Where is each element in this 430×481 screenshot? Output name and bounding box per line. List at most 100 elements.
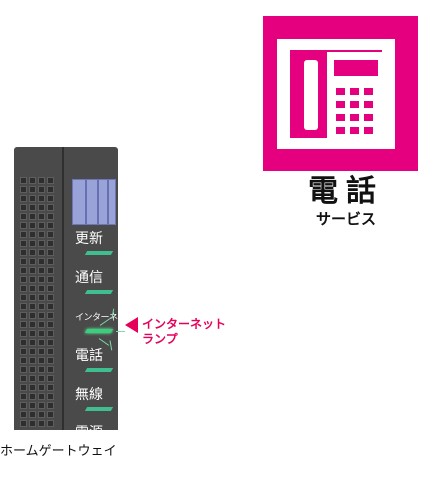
vent-row [20,330,54,337]
vent-slot [20,330,27,337]
vent-slot [38,357,45,364]
vent-slot [20,384,27,391]
vent-slot [47,312,54,319]
vent-slot [20,402,27,409]
vent-slot [47,411,54,418]
vent-slot [38,420,45,427]
vent-slot [20,231,27,238]
vent-row [20,375,54,382]
vent-slot [38,384,45,391]
led-label-phone: 電話 [75,348,103,364]
vent-row [20,294,54,301]
vent-slot [38,267,45,274]
vent-row [20,222,54,229]
internet-led [84,329,114,333]
vent-slot [29,240,36,247]
vent-slot [38,303,45,310]
vent-slot [20,411,27,418]
vent-slot [20,186,27,193]
vent-slot [29,213,36,220]
vent-row [20,393,54,400]
vent-slot [47,339,54,346]
vent-slot [38,348,45,355]
vent-slot [20,312,27,319]
device-caption: ホームゲートウェイ [0,444,117,459]
vent-slot [47,177,54,184]
phone-led [84,368,114,372]
vent-slot [47,393,54,400]
vent-slot [20,195,27,202]
vent-slot [20,375,27,382]
vent-slot [47,222,54,229]
vent-row [20,339,54,346]
vent-row [20,348,54,355]
vent-slot [29,420,36,427]
vent-slot [47,330,54,337]
device-display-window [72,179,116,225]
vent-slot [29,393,36,400]
vent-slot [29,222,36,229]
vent-slot [29,402,36,409]
vent-slot [47,375,54,382]
service-title: 電話 [308,174,384,209]
vent-row [20,231,54,238]
vent-slot [47,195,54,202]
vent-row [20,303,54,310]
vent-slot [29,294,36,301]
vent-slot [38,186,45,193]
vent-slot [20,267,27,274]
vent-row [20,420,54,427]
vent-slot [29,195,36,202]
vent-slot [38,249,45,256]
device-vents [20,177,54,429]
vent-slot [20,348,27,355]
vent-slot [29,231,36,238]
vent-slot [20,213,27,220]
vent-slot [20,276,27,283]
vent-slot [29,186,36,193]
vent-slot [47,213,54,220]
device-front-panel: 更新 通信 インターネット 電話 無線 電源 [72,147,118,430]
vent-slot [29,348,36,355]
vent-slot [38,231,45,238]
vent-slot [29,276,36,283]
vent-row [20,285,54,292]
vent-slot [20,294,27,301]
callout-line-1: インターネット [142,317,227,331]
vent-row [20,177,54,184]
vent-slot [20,285,27,292]
vent-slot [38,240,45,247]
vent-slot [47,276,54,283]
vent-slot [47,420,54,427]
vent-slot [47,231,54,238]
vent-slot [29,411,36,418]
vent-slot [47,321,54,328]
led-label-update: 更新 [75,231,103,247]
vent-slot [29,321,36,328]
vent-row [20,366,54,373]
vent-slot [38,312,45,319]
vent-row [20,213,54,220]
vent-slot [38,222,45,229]
vent-row [20,402,54,409]
vent-slot [38,195,45,202]
vent-row [20,312,54,319]
vent-slot [20,303,27,310]
vent-slot [29,303,36,310]
vent-row [20,384,54,391]
vent-slot [29,204,36,211]
vent-slot [38,213,45,220]
vent-slot [38,339,45,346]
vent-slot [47,384,54,391]
vent-slot [29,177,36,184]
vent-slot [38,393,45,400]
vent-slot [38,330,45,337]
vent-slot [29,249,36,256]
led-label-internet: インターネット [75,313,118,323]
callout-line-2: ランプ [142,332,178,346]
phone-icon [277,39,395,149]
vent-row [20,204,54,211]
vent-slot [29,339,36,346]
device-seam [62,147,64,430]
vent-slot [47,267,54,274]
